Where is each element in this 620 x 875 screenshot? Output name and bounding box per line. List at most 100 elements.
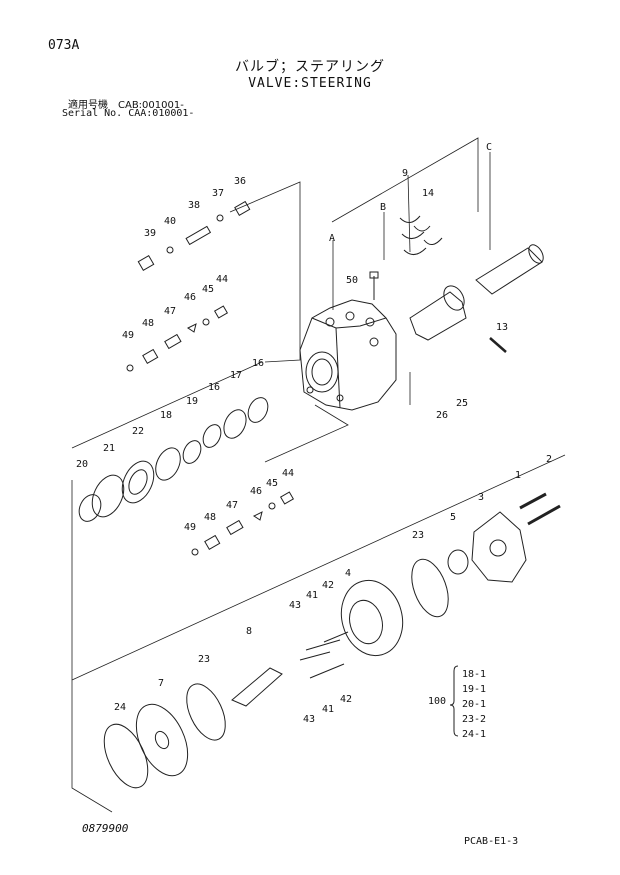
callout-5: 5 [450,512,456,523]
callout-3: 3 [478,492,484,503]
callout-23b: 23 [198,654,210,665]
ring-16-b [247,397,269,423]
callout-41a: 41 [306,590,318,601]
part-44-lower [279,491,295,505]
pin-43-lower [309,663,345,679]
part-36 [234,200,251,217]
callout-42a: 42 [322,580,334,591]
guide-line-mid [264,404,349,463]
gerotor-4 [340,579,404,657]
pin-43-upper [299,651,331,661]
gerotor-4-inner [349,599,383,645]
bolt-1 [519,492,547,510]
callout-37: 37 [212,188,224,199]
callout-4: 4 [345,568,351,579]
spool-part [475,247,543,295]
pin-13 [489,337,507,353]
callout-49a: 49 [122,330,134,341]
callout-43a: 43 [289,600,301,611]
callout-46a: 46 [184,292,196,303]
page-code: 073A [48,38,80,53]
relief-valve-upper [126,200,251,372]
callout-14: 14 [422,188,434,199]
kit-item: 20-1 [462,699,486,710]
ring-20 [78,494,102,522]
ring-17 [223,409,247,439]
part-46-upper [187,323,197,333]
callout-45b: 45 [266,478,278,489]
part-49-upper [126,364,134,372]
pin-41-upper [305,639,341,651]
callout-48a: 48 [142,318,154,329]
callout-39: 39 [144,228,156,239]
callout-C: C [486,142,492,153]
kit-number: 100 [428,696,446,707]
part-47-lower [226,519,244,536]
end-cap-bolt-hole [489,539,507,557]
callout-48b: 48 [204,512,216,523]
callout-16b: 16 [208,382,220,393]
callout-20: 20 [76,459,88,470]
valve-port-2 [345,311,355,321]
callout-16a: 16 [252,358,264,369]
callout-47b: 47 [226,500,238,511]
callout-44a: 44 [216,274,228,285]
bolt-2 [527,504,561,526]
callout-19: 19 [186,396,198,407]
callout-7: 7 [158,678,164,689]
serial-english: Serial No. CAA:010001- [62,108,195,119]
kit-item: 19-1 [462,684,486,695]
valve-port-3 [365,317,375,327]
valve-bolt-hole-2 [306,386,314,394]
kit-item: 18-1 [462,669,486,680]
callout-45a: 45 [202,284,214,295]
callout-A: A [329,233,335,244]
kit-brace [449,665,459,737]
kit-list: 100 18-1 19-1 20-1 23-2 24-1 [428,669,486,740]
kit-item: 23-2 [462,714,486,725]
callout-B: B [380,202,386,213]
valve-port-4 [369,337,379,347]
callout-9: 9 [402,168,408,179]
part-49-lower [191,548,199,556]
oring-23-right [411,558,449,618]
callout-47a: 47 [164,306,176,317]
guide-line-long [71,454,566,681]
oring-24 [103,723,149,789]
sleeve-end [443,285,465,311]
oring-23-left [186,683,226,741]
callout-23a: 23 [412,530,424,541]
callout-25: 25 [456,398,468,409]
callout-24: 24 [114,702,126,713]
valve-port-1 [325,317,335,327]
guide-line-bottom [71,480,113,813]
ring-22 [121,460,155,504]
valve-body-bore [305,351,339,393]
callout-43b: 43 [303,714,315,725]
callout-44b: 44 [282,468,294,479]
ring-21 [91,474,125,518]
callout-13: 13 [496,322,508,333]
valve-bolt-hole-1 [336,394,344,402]
footer-code-right: PCAB-E1-3 [464,836,519,847]
callout-36: 36 [234,176,246,187]
serial-japanese: 適用号機 CAB:001001- [68,100,184,111]
ring-19 [182,440,202,464]
spacer-5 [447,549,469,575]
kit-item: 24-1 [462,729,486,740]
part-46-lower [253,511,263,521]
guide-line-9-right [407,174,411,253]
callout-26: 26 [436,410,448,421]
plate-7-inner [154,730,170,750]
part-40 [166,246,174,254]
guide-lines [71,137,566,813]
plug-50 [369,271,379,300]
ring-18 [155,447,181,481]
part-39 [137,254,155,272]
drive-shaft-8 [231,667,283,707]
callout-8: 8 [246,626,252,637]
callout-49b: 49 [184,522,196,533]
end-cap-3 [471,511,527,583]
plate-7 [135,703,189,777]
